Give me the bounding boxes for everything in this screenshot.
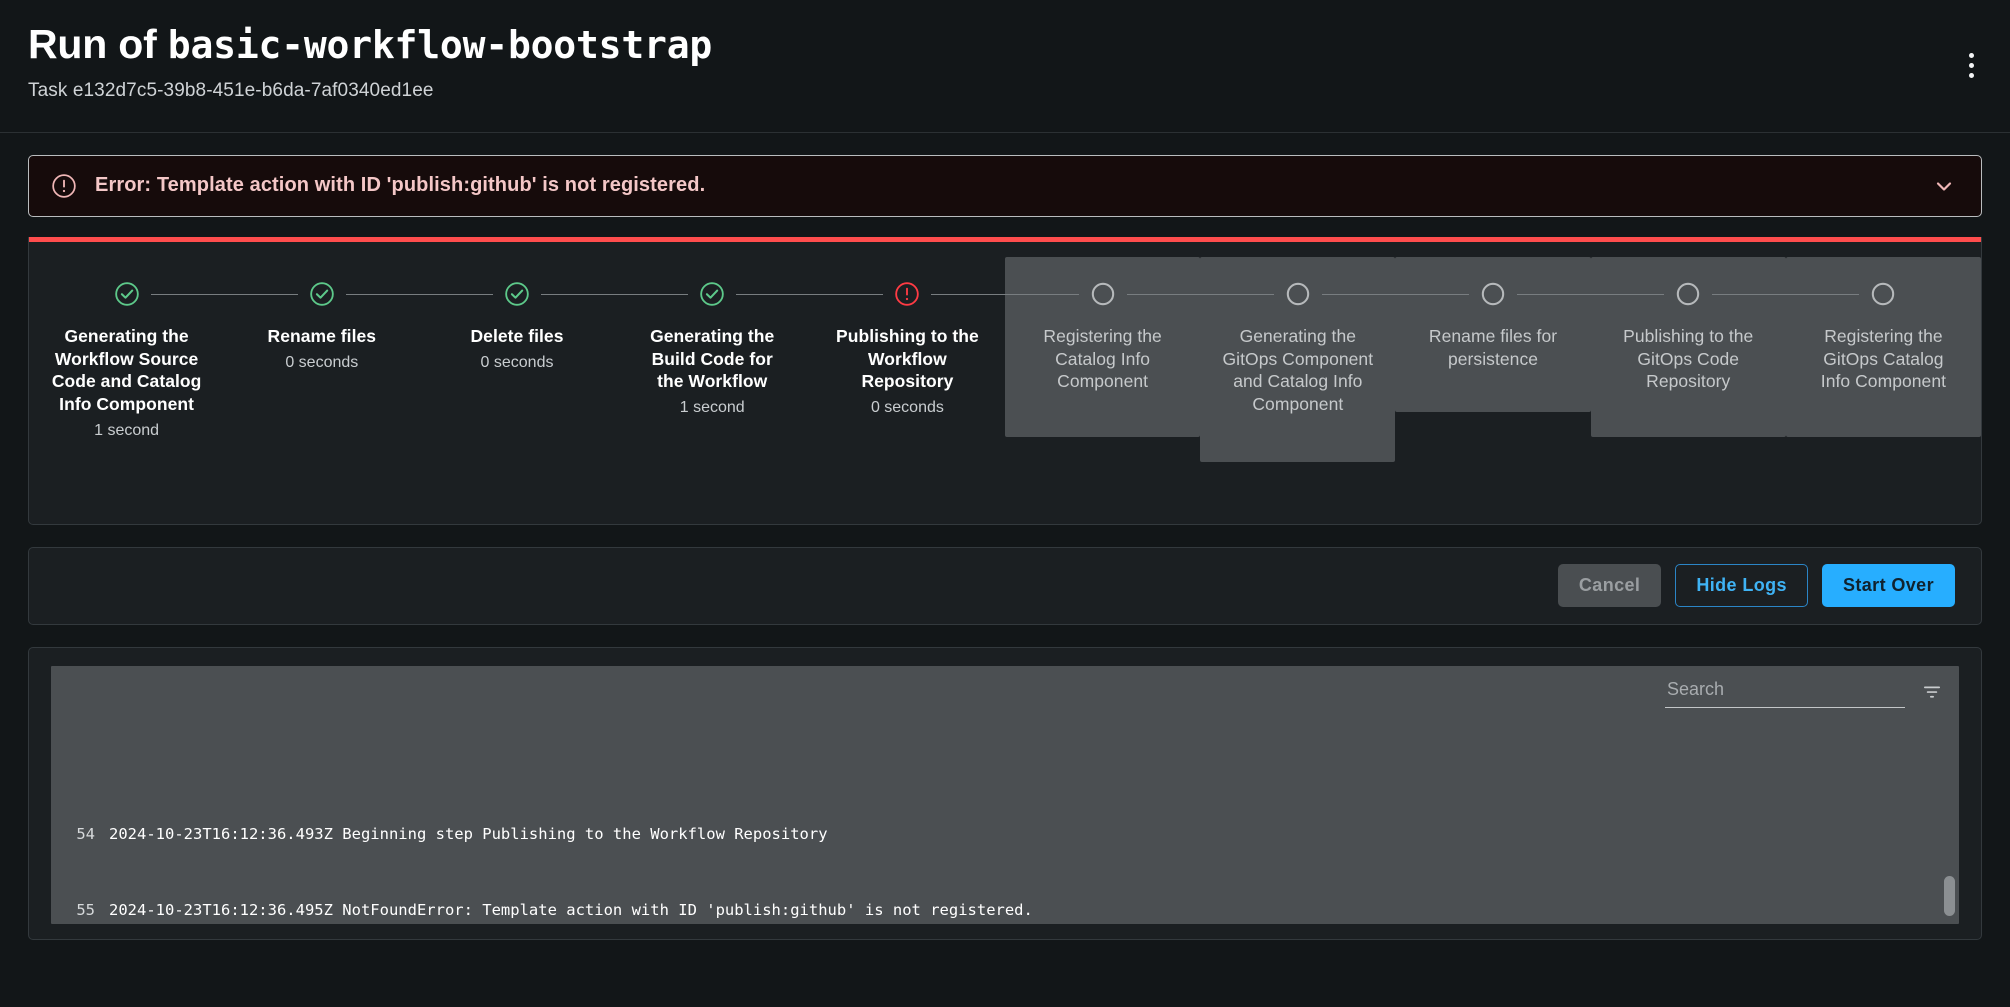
log-lines: 54 2024-10-23T16:12:36.493Z Beginning ste…	[51, 710, 1959, 924]
step-highlight	[1200, 256, 1396, 462]
step-rename-files-persistence[interactable]: Rename files for persistence	[1395, 242, 1665, 524]
step-icon-row	[419, 280, 689, 308]
step-duration: 0 seconds	[870, 399, 944, 417]
step-label: Generating the GitOps Component and Cata…	[1222, 325, 1374, 415]
hide-logs-button[interactable]: Hide Logs	[1675, 564, 1808, 608]
error-circle-icon	[51, 173, 77, 199]
step-icon-row	[1005, 280, 1274, 308]
log-line: 55 2024-10-23T16:12:36.495Z NotFoundError…	[61, 898, 1959, 924]
kebab-menu-icon[interactable]	[1954, 48, 1988, 82]
page-header: Run of basic-workflow-bootstrap Task e13…	[0, 0, 2010, 124]
log-toolbar	[51, 666, 1959, 718]
check-circle-icon	[504, 281, 530, 307]
log-line: 54 2024-10-23T16:12:36.493Z Beginning ste…	[61, 822, 1959, 848]
step-icon-row	[615, 280, 884, 308]
step-generating-gitops-component[interactable]: Generating the GitOps Component and Cata…	[1200, 242, 1470, 524]
step-delete-files[interactable]: Delete files 0 seconds	[419, 242, 689, 524]
stepper-steps: Generating the Workflow Source Code and …	[29, 242, 1981, 524]
step-icon-row	[1786, 280, 1981, 308]
step-label: Delete files	[470, 325, 564, 346]
empty-circle-icon	[1285, 281, 1311, 307]
step-highlight	[1785, 256, 1981, 437]
step-icon-row	[224, 280, 493, 308]
kebab-dot	[1968, 52, 1974, 58]
step-publishing-workflow-repository[interactable]: Publishing to the Workflow Repository 0 …	[810, 242, 1079, 524]
check-circle-icon	[699, 281, 725, 307]
step-duration: 0 seconds	[285, 353, 359, 371]
step-label: Registering the Catalog Info Component	[1043, 325, 1162, 392]
step-rename-files[interactable]: Rename files 0 seconds	[224, 242, 493, 524]
step-duration: 0 seconds	[480, 353, 554, 371]
search-field-wrapper	[1665, 675, 1905, 709]
error-alert[interactable]: Error: Template action with ID 'publish:…	[28, 154, 1982, 217]
step-connector	[150, 293, 298, 295]
step-duration: 1 second	[679, 399, 745, 417]
step-connector	[931, 293, 1079, 295]
step-connector	[1126, 293, 1274, 295]
step-connector	[541, 293, 689, 295]
step-connector	[345, 293, 493, 295]
step-label: Generating the Workflow Source Code and …	[51, 325, 202, 415]
header-divider	[0, 131, 2010, 133]
step-label: Generating the Build Code for the Workfl…	[650, 325, 775, 392]
page-title-entity: basic-workflow-bootstrap	[167, 23, 713, 67]
empty-circle-icon	[1090, 281, 1116, 307]
start-over-button[interactable]: Start Over	[1821, 564, 1955, 608]
step-highlight	[1590, 256, 1786, 437]
step-icon-row	[1591, 280, 1860, 308]
cancel-button[interactable]: Cancel	[1557, 564, 1662, 608]
step-registering-catalog-info[interactable]: Registering the Catalog Info Component	[1005, 242, 1274, 524]
log-line-clipped	[61, 761, 1959, 771]
step-label: Rename files for persistence	[1428, 325, 1558, 369]
step-icon-row	[810, 280, 1079, 308]
kebab-dot	[1968, 72, 1974, 78]
step-connector	[1517, 293, 1665, 295]
progress-bar	[29, 236, 1981, 242]
step-generating-workflow-source[interactable]: Generating the Workflow Source Code and …	[29, 242, 298, 524]
step-label: Publishing to the Workflow Repository	[836, 325, 979, 392]
error-alert-message: Error: Template action with ID 'publish:…	[95, 174, 706, 197]
chevron-down-icon[interactable]	[1929, 171, 1959, 201]
log-line-number: 55	[76, 901, 95, 920]
log-line-text	[109, 761, 118, 771]
log-line-text: 2024-10-23T16:12:36.493Z Beginning step …	[109, 824, 828, 843]
error-circle-icon	[894, 281, 920, 307]
action-bar: Cancel Hide Logs Start Over	[28, 546, 1982, 625]
log-line-number	[61, 761, 95, 771]
step-icon-row	[29, 280, 298, 308]
kebab-dot	[1968, 62, 1974, 68]
page-title-prefix: Run of	[28, 21, 168, 67]
step-connector	[1712, 293, 1860, 295]
log-line-text: 2024-10-23T16:12:36.495Z NotFoundError: …	[109, 901, 1033, 920]
log-scrollbar-thumb[interactable]	[1944, 875, 1955, 916]
step-publishing-gitops-repository[interactable]: Publishing to the GitOps Code Repository	[1590, 242, 1860, 524]
step-generating-build-code[interactable]: Generating the Build Code for the Workfl…	[615, 242, 884, 524]
step-duration: 1 second	[94, 421, 160, 439]
step-highlight	[1005, 256, 1201, 437]
check-circle-icon	[309, 281, 335, 307]
log-viewer[interactable]: 54 2024-10-23T16:12:36.493Z Beginning ste…	[51, 665, 1959, 924]
search-input[interactable]	[1665, 675, 1905, 709]
task-stepper-panel: Generating the Workflow Source Code and …	[28, 236, 1982, 525]
empty-circle-icon	[1480, 281, 1506, 307]
empty-circle-icon	[1870, 281, 1896, 307]
log-line-number: 54	[76, 824, 95, 843]
log-panel: 54 2024-10-23T16:12:36.493Z Beginning ste…	[28, 646, 1982, 940]
step-label: Publishing to the GitOps Code Repository	[1623, 325, 1754, 392]
step-icon-row	[1395, 280, 1665, 308]
filter-lines-icon[interactable]	[1919, 679, 1945, 705]
step-connector	[736, 293, 884, 295]
step-label: Rename files	[267, 325, 377, 346]
step-connector	[1321, 293, 1470, 295]
page-title: Run of basic-workflow-bootstrap	[28, 21, 1982, 68]
step-registering-gitops-catalog-info[interactable]: Registering the GitOps Catalog Info Comp…	[1785, 242, 1981, 524]
step-icon-row	[1200, 280, 1470, 308]
empty-circle-icon	[1675, 281, 1701, 307]
step-label: Registering the GitOps Catalog Info Comp…	[1820, 325, 1947, 392]
check-circle-icon	[114, 281, 140, 307]
task-id-subtitle: Task e132d7c5-39b8-451e-b6da-7af0340ed1e…	[28, 79, 434, 101]
